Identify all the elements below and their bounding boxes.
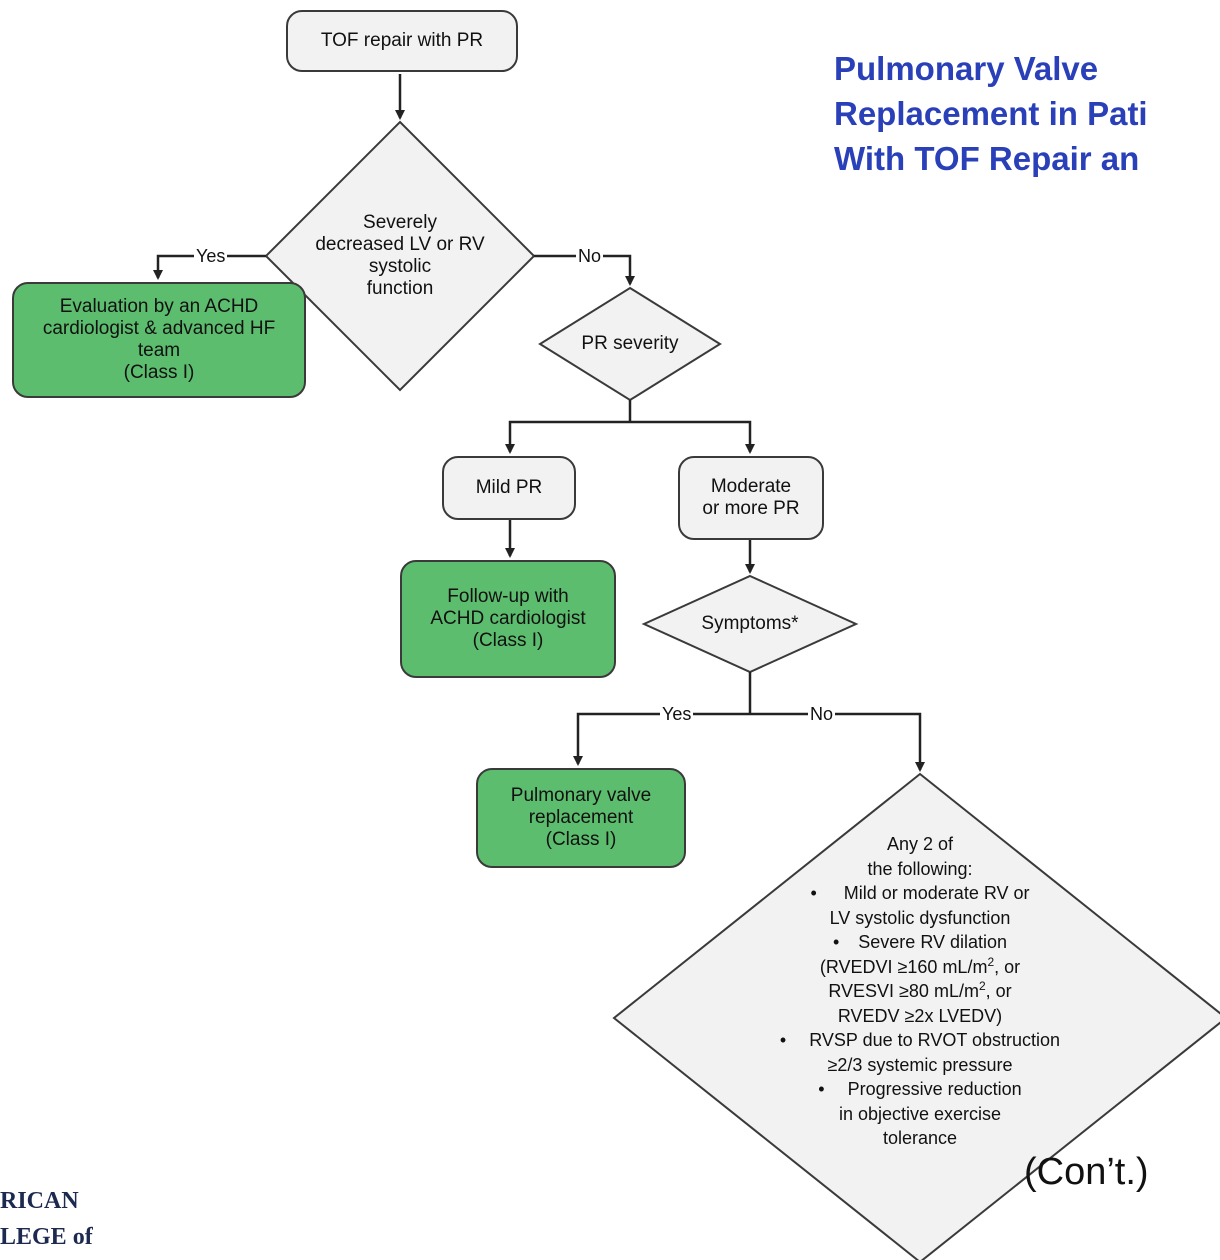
title-line: Pulmonary Valve (834, 50, 1099, 87)
connector-no-to-pr (534, 254, 635, 286)
criterion-text: tolerance (882, 1128, 958, 1148)
achd-line: Evaluation by an ACHD (59, 296, 259, 317)
criterion-bullet: • Progressive reduction (818, 1077, 1021, 1102)
title-line: With TOF Repair an (834, 140, 1140, 177)
moderate-line: or more PR (702, 498, 800, 519)
decision-line: decreased LV or RV (315, 234, 485, 255)
criterion-bullet: • Severe RV dilation (833, 930, 1007, 955)
criterion-text: RVSP due to RVOT obstruction (809, 1030, 1061, 1050)
achd-line: cardiologist & advanced HF (42, 318, 276, 339)
followup-line: (Class I) (472, 630, 544, 651)
label-no-lv-rv: No (576, 246, 604, 266)
label-yes-symptoms: Yes (660, 704, 694, 724)
bullet-icon: • (779, 1030, 787, 1050)
logo-line: LEGE of (0, 1224, 93, 1250)
decision-lv-rv-text: Severely decreased LV or RV systolic fun… (315, 198, 484, 314)
symptoms-text: Symptoms* (680, 610, 820, 638)
achd-line: team (137, 340, 181, 361)
criterion-text: LV systolic dysfunction (829, 907, 1011, 928)
criterion-text: RVESVI ≥80 mL/m (828, 981, 979, 1001)
decision-line: systolic (368, 256, 432, 277)
followup-line: Follow-up with (447, 586, 569, 607)
achd-evaluation-box: Evaluation by an ACHD cardiologist & adv… (12, 282, 306, 398)
criterion-line: RVESVI ≥80 mL/m2, or (828, 979, 1011, 1004)
decision-any2-diamond (612, 772, 1220, 1260)
connector-no-to-any2 (750, 712, 925, 772)
criterion-text: , or (994, 956, 1021, 977)
pvr-box: Pulmonary valve replacement (Class I) (476, 768, 686, 868)
connector-pr-to-moderate (630, 420, 755, 454)
superscript: 2 (987, 954, 995, 969)
any2-intro-line: Any 2 of (886, 834, 954, 854)
criterion-text: ≥2/3 systemic pressure (827, 1054, 1013, 1075)
criterion-text: RVEDV ≥2x LVEDV) (837, 1005, 1003, 1026)
followup-line: ACHD cardiologist (430, 608, 586, 629)
label-no-symptoms: No (808, 704, 836, 724)
page-title: Pulmonary Valve Replacement in Pati With… (834, 46, 1220, 181)
superscript: 2 (978, 979, 986, 993)
followup-box: Follow-up with ACHD cardiologist (Class … (400, 560, 616, 678)
mild-pr-label: Mild PR (475, 477, 543, 498)
any2-intro-line: the following: (867, 858, 973, 879)
criterion-text: , or (985, 981, 1012, 1001)
criterion-bullet: • Mild or moderate RV or (810, 881, 1029, 906)
criterion-bullet: • RVSP due to RVOT obstruction (780, 1028, 1060, 1053)
achd-line: (Class I) (123, 362, 195, 383)
pr-severity-text: PR severity (560, 330, 700, 358)
pr-severity-label: PR severity (581, 333, 679, 354)
moderate-line: Moderate (710, 476, 792, 497)
bullet-icon: • (818, 1079, 825, 1099)
start-node: TOF repair with PR (286, 10, 518, 72)
label-yes-lv-rv: Yes (194, 246, 228, 266)
bullet-icon: • (832, 932, 840, 952)
connector-yes-to-achd (153, 254, 266, 280)
criterion-text: Severe RV dilation (858, 932, 1008, 952)
continued-label: (Con’t.) (1024, 1151, 1149, 1193)
logo: RICAN LEGE of (0, 1183, 130, 1255)
logo-line: RICAN (0, 1188, 79, 1214)
decision-line: Severely (363, 212, 437, 233)
pvr-line: replacement (528, 807, 634, 828)
criterion-text: (RVEDVI ≥160 mL/m (819, 956, 988, 977)
decision-lv-rv-diamond (264, 120, 536, 392)
mild-pr-box: Mild PR (442, 456, 576, 520)
symptoms-label: Symptoms* (701, 613, 799, 634)
criterion-text: Progressive reduction (847, 1079, 1022, 1099)
any2-criteria-text: Any 2 of the following: • Mild or modera… (730, 832, 1110, 1172)
criterion-line: (RVEDVI ≥160 mL/m2, or (820, 955, 1020, 980)
connector-pr-to-mild (505, 420, 630, 454)
criterion-text: Mild or moderate RV or (843, 883, 1030, 903)
criterion-text: in objective exercise (838, 1103, 1002, 1124)
decision-line: function (366, 278, 434, 299)
pvr-line: Pulmonary valve (510, 785, 652, 806)
pvr-line: (Class I) (545, 829, 617, 850)
title-line: Replacement in Pati (834, 95, 1148, 132)
moderate-pr-box: Moderate or more PR (678, 456, 824, 540)
bullet-icon: • (810, 883, 817, 903)
start-node-label: TOF repair with PR (320, 30, 484, 51)
